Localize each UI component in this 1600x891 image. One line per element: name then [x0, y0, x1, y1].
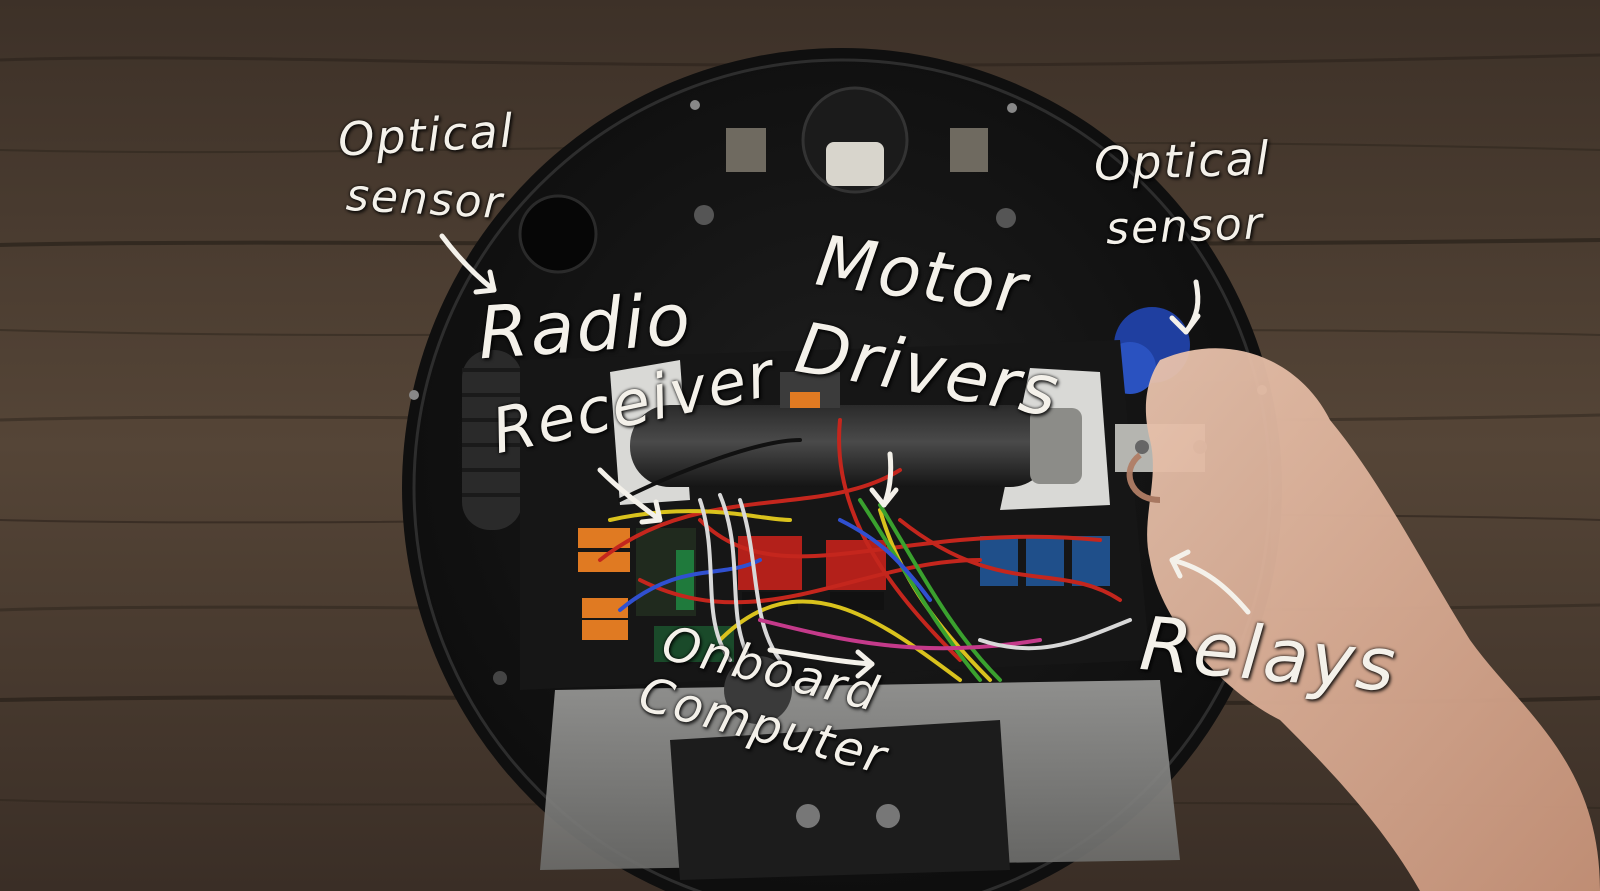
- arrow-optical-left: [439, 233, 497, 295]
- annotation-arrows: [439, 233, 1251, 679]
- arrow-drivers: [869, 451, 899, 508]
- optical-sensor-left-label-line1: Optical: [336, 103, 516, 167]
- optical-sensor-right-label-line1: Optical: [1093, 130, 1272, 192]
- robot-body: [402, 48, 1282, 891]
- hand: [1126, 348, 1600, 891]
- optical-sensor-left-label-line2: sensor: [344, 169, 506, 230]
- optical-sensor-right-label-line2: sensor: [1105, 198, 1265, 255]
- arrow-onboard: [767, 647, 875, 679]
- radio-receiver-label-line1: Radio: [475, 276, 695, 376]
- arrow-receiver: [597, 467, 663, 525]
- arrow-relays: [1169, 549, 1251, 615]
- arrow-optical-right: [1169, 279, 1201, 335]
- relays-label: Relays: [1136, 600, 1401, 710]
